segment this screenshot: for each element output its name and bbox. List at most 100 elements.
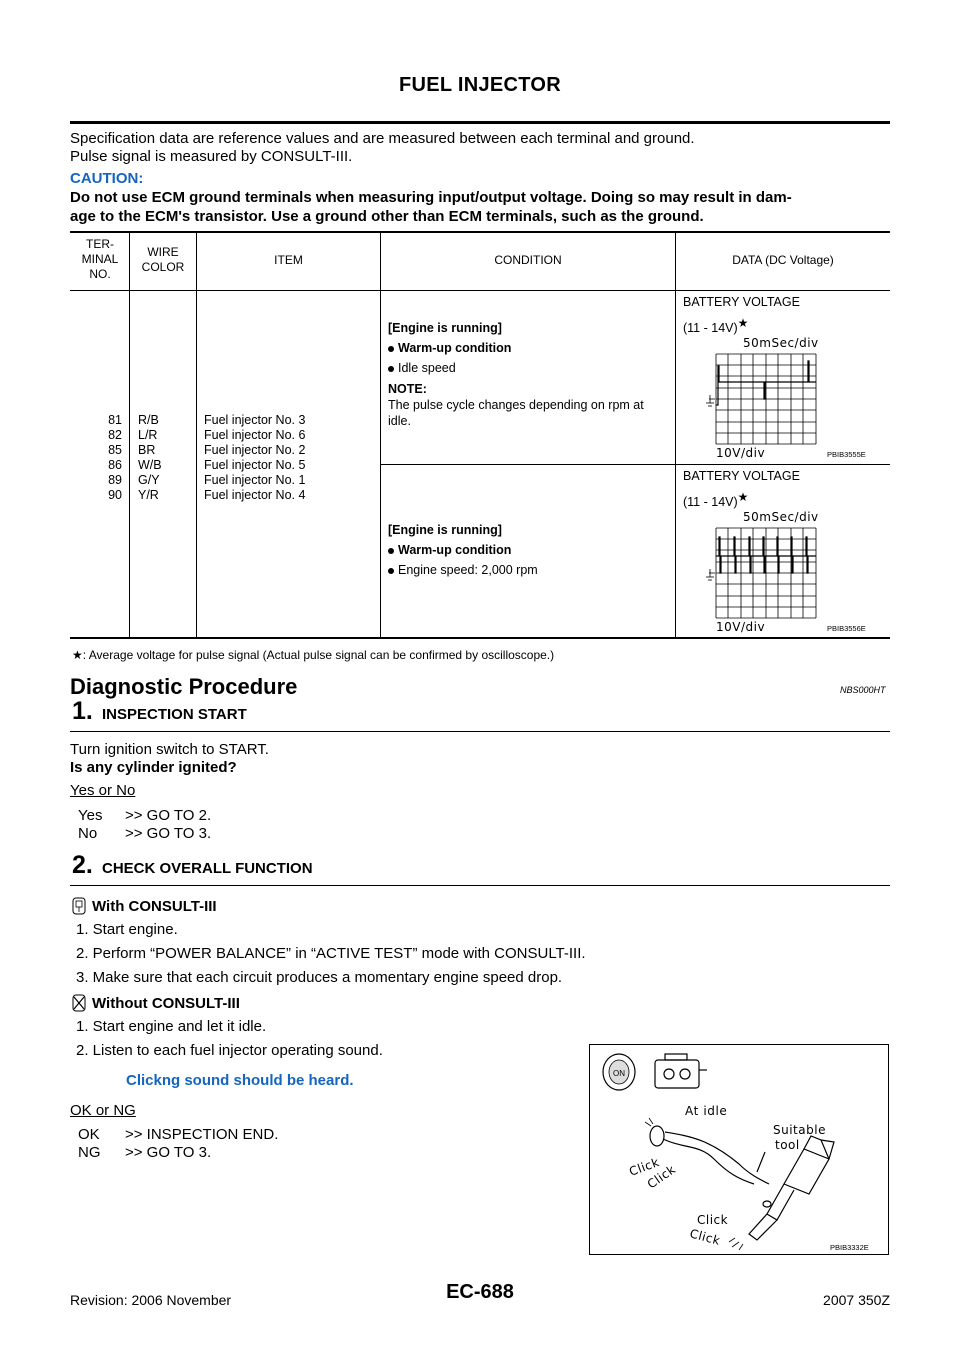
step-2-rule xyxy=(70,885,890,886)
col-divider-2 xyxy=(196,233,197,637)
step-1-yes-key: Yes xyxy=(78,807,103,824)
svg-text:ON: ON xyxy=(613,1069,625,1078)
step-1-yes-value: >> GO TO 2. xyxy=(125,807,212,824)
without-consult-label: Without CONSULT-III xyxy=(92,995,240,1012)
terminal-no: 81 xyxy=(108,413,122,427)
fig-click-3: Click xyxy=(697,1213,728,1227)
row1-data-label: BATTERY VOLTAGE xyxy=(683,295,800,309)
step-2-ok-value: >> INSPECTION END. xyxy=(125,1126,279,1143)
table-top-rule xyxy=(70,231,890,233)
step-1-question: Is any cylinder ignited? xyxy=(70,759,237,776)
header-item: ITEM xyxy=(274,253,303,267)
stethoscope-icon xyxy=(649,1125,770,1185)
with-step-2: 2. Perform “POWER BALANCE” in “ACTIVE TE… xyxy=(76,945,586,962)
wire-color: W/B xyxy=(138,458,162,472)
item-name: Fuel injector No. 2 xyxy=(204,443,306,457)
page-title: FUEL INJECTOR xyxy=(398,74,562,96)
col-divider-3 xyxy=(380,233,381,637)
item-list: Fuel injector No. 3 Fuel injector No. 6 … xyxy=(204,413,305,503)
with-step-3: 3. Make sure that each circuit produces … xyxy=(76,969,563,986)
header-wire-color: WIRE COLOR xyxy=(141,245,185,274)
fig-code: PBIB3332E xyxy=(830,1243,869,1252)
engine-icon xyxy=(654,1053,707,1089)
with-step-1: 1. Start engine. xyxy=(76,921,178,938)
col-divider-4 xyxy=(675,233,676,637)
row2-condition: [Engine is running] Warm-up condition En… xyxy=(388,523,538,577)
step-1-number: 1. xyxy=(72,697,93,725)
section-title: Diagnostic Procedure xyxy=(70,674,298,699)
star-icon: ★ xyxy=(737,316,749,330)
without-step-2: 2. Listen to each fuel injector operatin… xyxy=(76,1042,383,1059)
row2-scope-waveform: 50mSec/div 10V/div PBIB3556E xyxy=(706,510,866,634)
step-2-ok-key: OK xyxy=(78,1126,100,1143)
table-row-divider xyxy=(380,464,890,465)
row1-fig-code: PBIB3555E xyxy=(827,450,866,459)
item-name: Fuel injector No. 4 xyxy=(204,488,306,502)
step-2-number: 2. xyxy=(72,851,93,879)
step-1-choice-label: Yes or No xyxy=(70,782,136,799)
terminal-no: 82 xyxy=(108,428,122,442)
item-name: Fuel injector No. 3 xyxy=(204,413,306,427)
caution-line-2: age to the ECM's transistor. Use a groun… xyxy=(70,208,704,225)
terminal-list: 81 82 85 86 89 90 xyxy=(72,413,122,503)
wire-color: R/B xyxy=(138,413,159,427)
step-2-ng-key: NG xyxy=(78,1144,101,1161)
wire-color: G/Y xyxy=(138,473,160,487)
step-2-title: CHECK OVERALL FUNCTION xyxy=(102,860,313,877)
row1-scope-voltscale: 10V/div xyxy=(716,446,765,460)
footer-revision: Revision: 2006 November xyxy=(70,1292,232,1308)
footer-page-number: EC-688 xyxy=(446,1281,514,1303)
wire-color: Y/R xyxy=(138,488,159,502)
step-1-rule xyxy=(70,731,890,732)
item-name: Fuel injector No. 1 xyxy=(204,473,306,487)
title-rule xyxy=(70,121,890,124)
step-1-body: Turn ignition switch to START. xyxy=(70,741,269,758)
item-name: Fuel injector No. 5 xyxy=(204,458,306,472)
header-data: DATA (DC Voltage) xyxy=(732,253,834,267)
intro-line-1: Specification data are reference values … xyxy=(70,130,695,147)
intro-line-2: Pulse signal is measured by CONSULT-III. xyxy=(70,148,353,165)
row2-scope-voltscale: 10V/div xyxy=(716,620,765,634)
terminal-no: 90 xyxy=(108,488,122,502)
row1-scope-waveform: 50mSec/div 10V/div PBIB3555E xyxy=(706,336,866,460)
step-2-choice-label: OK or NG xyxy=(70,1102,136,1119)
wire-color-list: R/B L/R BR W/B G/Y Y/R xyxy=(138,413,162,503)
table-header-rule xyxy=(70,290,890,291)
fuel-injector-icon xyxy=(748,1135,835,1241)
header-condition: CONDITION xyxy=(494,253,562,267)
star-icon: ★ xyxy=(72,648,83,662)
footer-model: 2007 350Z xyxy=(823,1292,890,1308)
caution-label: CAUTION: xyxy=(70,170,144,187)
star-icon: ★ xyxy=(737,490,749,504)
wire-color: BR xyxy=(138,443,156,457)
section-code: NBS000HT xyxy=(840,685,886,695)
step-2-ng-value: >> GO TO 3. xyxy=(125,1144,212,1161)
row2-data-range: (11 - 14V)★ xyxy=(683,490,749,510)
header-terminal: TER- MINAL NO. xyxy=(81,237,119,281)
without-step-1: 1. Start engine and let it idle. xyxy=(76,1018,267,1035)
col-divider-1 xyxy=(129,233,130,637)
row1-scope-timebase: 50mSec/div xyxy=(743,336,819,350)
row2-scope-timebase: 50mSec/div xyxy=(743,510,819,524)
injector-listen-figure: ON At idle Suitable tool Click Click Cli… xyxy=(589,1044,889,1255)
terminal-no: 89 xyxy=(108,473,122,487)
caution-line-1: Do not use ECM ground terminals when mea… xyxy=(70,189,792,206)
row1-condition: [Engine is running] Warm-up condition Id… xyxy=(388,321,644,428)
terminal-no: 86 xyxy=(108,458,122,472)
no-tool-icon xyxy=(72,994,86,1012)
step-1-title: INSPECTION START xyxy=(102,706,247,723)
row2-data-label: BATTERY VOLTAGE xyxy=(683,469,800,483)
fig-tool: tool xyxy=(775,1138,800,1152)
wire-color: L/R xyxy=(138,428,158,442)
row1-data-range: (11 - 14V)★ xyxy=(683,316,749,336)
item-name: Fuel injector No. 6 xyxy=(204,428,306,442)
terminal-no: 85 xyxy=(108,443,122,457)
fig-at-idle: At idle xyxy=(685,1104,727,1118)
table-footnote: ★: Average voltage for pulse signal (Act… xyxy=(72,648,555,662)
with-consult-label: With CONSULT-III xyxy=(92,898,217,915)
table-bottom-rule xyxy=(70,637,890,639)
ignition-key-icon: ON xyxy=(602,1053,636,1091)
fig-suitable: Suitable xyxy=(773,1123,826,1137)
step-1-no-value: >> GO TO 3. xyxy=(125,825,212,842)
step-1-no-key: No xyxy=(78,825,98,842)
